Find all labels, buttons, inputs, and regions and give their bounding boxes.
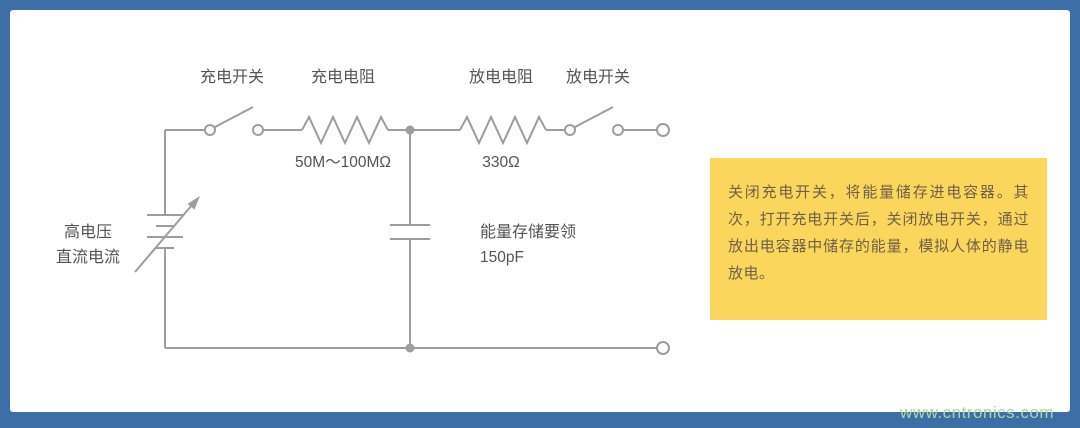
charge-switch-terminal-left: [204, 124, 216, 136]
discharge-switch: [564, 106, 624, 136]
discharge-switch-terminal-right: [612, 124, 624, 136]
charge-switch-terminal-right: [252, 124, 264, 136]
variable-arrow-head: [187, 196, 200, 210]
circuit-diagram: 充电开关 充电电阻 放电电阻 放电开关 50M～100MΩ 330Ω 高电压 直…: [56, 68, 670, 355]
top-output-terminal: [656, 123, 670, 137]
circuit-card: 充电开关 充电电阻 放电电阻 放电开关 50M～100MΩ 330Ω 高电压 直…: [10, 10, 1070, 412]
bottom-output-terminal: [656, 341, 670, 355]
discharge-switch-blade: [574, 106, 614, 128]
capacitor: [390, 130, 430, 348]
source-label-line1: 高电压: [64, 223, 112, 241]
charge-resistor-zigzag: [301, 114, 389, 146]
charge-resistor-value: 50M～100MΩ: [295, 154, 391, 171]
top-junction-dot: [405, 125, 415, 135]
charge-switch-label: 充电开关: [200, 68, 264, 86]
note-box: 关闭充电开关，将能量储存进电容器。其次，打开充电开关后，关闭放电开关，通过放出电…: [710, 158, 1047, 320]
charge-resistor-label: 充电电阻: [311, 68, 375, 86]
discharge-resistor-label: 放电电阻: [469, 68, 533, 86]
discharge-resistor-zigzag: [459, 114, 547, 146]
bottom-junction-dot: [405, 343, 415, 353]
discharge-switch-label: 放电开关: [566, 68, 630, 86]
voltage-source-icon: [134, 196, 200, 273]
source-label-line2: 直流电流: [56, 248, 120, 266]
charge-switch: [204, 106, 264, 136]
note-text: 关闭充电开关，将能量储存进电容器。其次，打开充电开关后，关闭放电开关，通过放出电…: [728, 184, 1029, 282]
component-labels: 充电开关 充电电阻 放电电阻 放电开关: [200, 68, 630, 86]
value-labels: 50M～100MΩ 330Ω 高电压 直流电流 能量存储要领 150pF: [56, 154, 576, 266]
discharge-resistor-value: 330Ω: [482, 154, 519, 171]
variable-arrow-shaft: [134, 204, 193, 273]
capacitor-value: 150pF: [480, 249, 524, 266]
capacitor-label: 能量存储要领: [480, 223, 576, 241]
discharge-switch-terminal-left: [564, 124, 576, 136]
charge-switch-blade: [214, 106, 254, 128]
watermark: www.cntronics.com: [900, 403, 1054, 422]
